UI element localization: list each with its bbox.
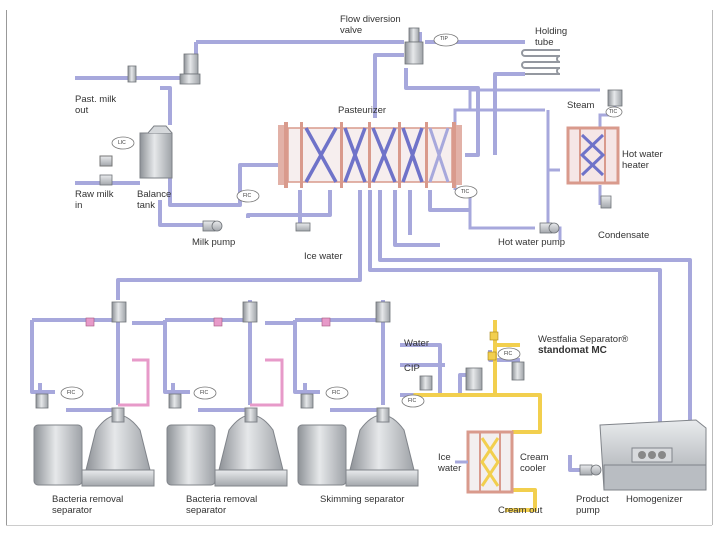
pasteurizer xyxy=(278,122,462,188)
instrument-bubbles xyxy=(60,33,623,408)
label-ice-water-top: Ice water xyxy=(304,251,343,262)
label-holding-tube: Holding tube xyxy=(535,26,568,48)
sight-glasses xyxy=(85,317,499,361)
instrument-fic-5: FIC xyxy=(504,351,513,357)
label-raw-milk-in: Raw milk in xyxy=(75,189,114,211)
label-cip: CIP xyxy=(404,363,420,374)
instrument-fic-3: FIC xyxy=(332,390,341,396)
label-westfalia-line1: Westfalia Separator® xyxy=(538,334,629,345)
instrument-fic-2: FIC xyxy=(200,390,209,396)
label-ice-water-bottom: Ice water xyxy=(438,452,462,474)
label-milk-pump: Milk pump xyxy=(192,237,236,248)
label-pasteurizer: Pasteurizer xyxy=(338,105,387,116)
holding-tube xyxy=(521,49,561,75)
hot-water-heater xyxy=(566,126,620,185)
label-product-pump: Product pump xyxy=(576,494,609,516)
label-bacteria-removal-2: Bacteria removal separator xyxy=(186,494,258,516)
label-cream-cooler: Cream cooler xyxy=(520,452,549,474)
frame-left xyxy=(6,10,7,525)
bacteria-removal-separator-1 xyxy=(33,407,155,487)
valves xyxy=(35,27,623,409)
balance-tank xyxy=(99,125,173,179)
label-cream-out: Cream out xyxy=(498,505,543,516)
instrument-tip: TIP xyxy=(440,36,448,42)
label-westfalia-line2: standomat MC xyxy=(538,345,607,356)
pink-lines xyxy=(118,358,284,407)
label-balance-tank: Balance tank xyxy=(137,189,172,211)
label-bacteria-removal-1: Bacteria removal separator xyxy=(52,494,124,516)
instrument-tic-heater: TIC xyxy=(609,109,618,115)
label-hot-water-heater: Hot water heater xyxy=(622,149,663,171)
label-skimming-separator: Skimming separator xyxy=(320,494,405,505)
homogenizer xyxy=(599,419,707,491)
cream-cooler xyxy=(455,430,514,494)
instrument-fic-4: FIC xyxy=(408,398,417,404)
label-steam: Steam xyxy=(567,100,595,111)
label-hot-water-pump: Hot water pump xyxy=(498,237,566,248)
frame-bottom xyxy=(6,525,712,526)
pumps xyxy=(99,174,612,476)
label-water: Water xyxy=(404,338,429,349)
instrument-tic-pasteurizer: TIC xyxy=(461,189,470,195)
label-homogenizer: Homogenizer xyxy=(626,494,683,505)
label-past-milk-out: Past. milk out xyxy=(75,94,117,116)
instrument-fic-1: FIC xyxy=(67,390,76,396)
instrument-lic: LIC xyxy=(118,140,126,146)
frame-right xyxy=(712,10,713,525)
instrument-fic-pump: FIC xyxy=(243,193,252,199)
skimming-separator xyxy=(297,407,419,487)
bacteria-removal-separator-2 xyxy=(166,407,288,487)
label-condensate: Condensate xyxy=(598,230,650,241)
label-flow-diversion-valve: Flow diversion valve xyxy=(340,14,401,36)
